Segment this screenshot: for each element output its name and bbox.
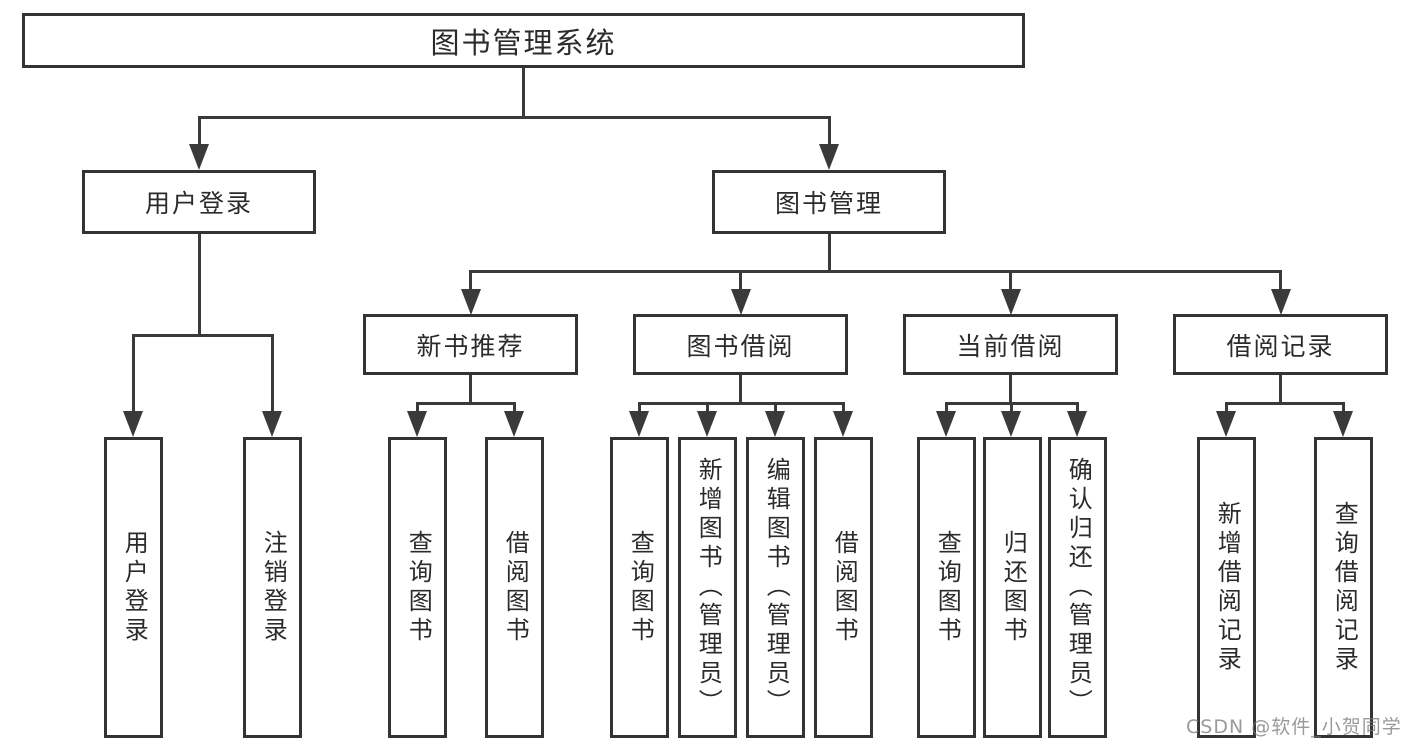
arrowhead-down-icon	[262, 411, 282, 437]
leaf-label: 借阅图书	[501, 529, 530, 646]
leaf-edit-books-admin: 编辑图书（管理员）	[746, 437, 805, 738]
connector-leaf-stem	[1010, 402, 1013, 414]
connector-leaf-stem	[1342, 402, 1345, 414]
arrowhead-down-icon	[1001, 411, 1021, 437]
arrowhead-down-icon	[765, 411, 785, 437]
leaf-label: 查询图书	[404, 529, 433, 646]
csdn-watermark: CSDN @软件_小贺同学	[1186, 716, 1402, 738]
node-borrowing-records: 借阅记录	[1173, 314, 1388, 375]
connector-current-borrowing-down	[1009, 375, 1012, 404]
connector-level3-stem	[1009, 270, 1012, 292]
arrowhead-down-icon	[461, 289, 481, 315]
leaf-borrow-books: 借阅图书	[485, 437, 544, 738]
node-book-borrowing: 图书借阅	[633, 314, 848, 375]
arrowhead-down-icon	[936, 411, 956, 437]
leaf-query-books: 查询图书	[610, 437, 669, 738]
connector-book-borrowing-branch	[638, 402, 844, 405]
connector-leaf-stem	[638, 402, 641, 414]
connector-leaf-stem	[774, 402, 777, 414]
node-user-login: 用户登录	[82, 170, 316, 234]
leaf-borrow-books: 借阅图书	[814, 437, 873, 738]
node-current-borrowing-label: 当前借阅	[956, 331, 1065, 361]
connector-user-login-branch	[132, 334, 274, 337]
node-new-book-recommend: 新书推荐	[363, 314, 578, 375]
connector-level3-stem	[1279, 270, 1282, 292]
connector-leaf-stem	[1076, 402, 1079, 414]
connector-new-book-branch	[416, 402, 516, 405]
arrowhead-down-icon	[407, 411, 427, 437]
node-root: 图书管理系统	[22, 13, 1025, 68]
connector-leaf-stem	[842, 402, 845, 414]
connector-book-management-down	[828, 234, 831, 272]
node-current-borrowing: 当前借阅	[903, 314, 1118, 375]
connector-leaf-stem	[706, 402, 709, 414]
connector-leaf-stem	[132, 334, 135, 414]
connector-user-login-stem	[198, 116, 201, 147]
node-book-management-label: 图书管理	[774, 189, 883, 218]
node-borrowing-records-label: 借阅记录	[1226, 331, 1335, 361]
leaf-query-books: 查询图书	[917, 437, 976, 738]
leaf-add-books-admin: 新增图书（管理员）	[678, 437, 737, 738]
connector-book-management-branch	[469, 270, 1282, 273]
connector-book-management-stem	[828, 116, 831, 147]
connector-level3-stem	[739, 270, 742, 292]
connector-leaf-stem	[416, 402, 419, 414]
leaf-label: 注销登录	[259, 529, 288, 646]
connector-borrowing-records-down	[1279, 375, 1282, 404]
node-new-book-recommend-label: 新书推荐	[416, 331, 525, 361]
arrowhead-down-icon	[504, 411, 524, 437]
leaf-logout: 注销登录	[243, 437, 302, 738]
arrowhead-down-icon	[629, 411, 649, 437]
leaf-label: 确认归还（管理员）	[1064, 457, 1093, 718]
arrowhead-down-icon	[123, 411, 143, 437]
connector-leaf-stem	[945, 402, 948, 414]
connector-new-book-down	[469, 375, 472, 404]
node-root-label: 图书管理系统	[430, 25, 617, 60]
arrowhead-down-icon	[1216, 411, 1236, 437]
arrowhead-down-icon	[1271, 289, 1291, 315]
arrowhead-down-icon	[1067, 411, 1087, 437]
leaf-label: 归还图书	[999, 529, 1028, 646]
arrowhead-down-icon	[819, 144, 839, 170]
leaf-label: 查询图书	[933, 529, 962, 646]
connector-user-login-down	[198, 234, 201, 336]
connector-root-stem	[522, 68, 525, 118]
leaf-label: 查询图书	[626, 529, 655, 646]
leaf-query-books: 查询图书	[388, 437, 447, 738]
connector-leaf-stem	[271, 334, 274, 414]
leaf-label: 借阅图书	[830, 529, 859, 646]
arrowhead-down-icon	[697, 411, 717, 437]
leaf-return-books: 归还图书	[983, 437, 1042, 738]
connector-leaf-stem	[1225, 402, 1228, 414]
node-book-management: 图书管理	[712, 170, 946, 234]
leaf-label: 编辑图书（管理员）	[762, 457, 791, 718]
arrowhead-down-icon	[1333, 411, 1353, 437]
arrowhead-down-icon	[731, 289, 751, 315]
connector-level3-stem	[469, 270, 472, 292]
leaf-add-borrow-record: 新增借阅记录	[1197, 437, 1256, 738]
connector-borrowing-records-branch	[1225, 402, 1344, 405]
leaf-label: 用户登录	[120, 529, 149, 646]
leaf-label: 查询借阅记录	[1330, 500, 1359, 675]
node-book-borrowing-label: 图书借阅	[686, 331, 795, 361]
leaf-query-borrow-record: 查询借阅记录	[1314, 437, 1373, 738]
leaf-label: 新增图书（管理员）	[694, 457, 723, 718]
arrowhead-down-icon	[189, 144, 209, 170]
connector-book-borrowing-down	[739, 375, 742, 404]
leaf-user-login: 用户登录	[104, 437, 163, 738]
arrowhead-down-icon	[833, 411, 853, 437]
connector-leaf-stem	[513, 402, 516, 414]
node-user-login-label: 用户登录	[144, 189, 253, 218]
arrowhead-down-icon	[1001, 289, 1021, 315]
leaf-label: 新增借阅记录	[1213, 500, 1242, 675]
connector-root-branch	[198, 116, 831, 119]
leaf-confirm-return-admin: 确认归还（管理员）	[1048, 437, 1107, 738]
